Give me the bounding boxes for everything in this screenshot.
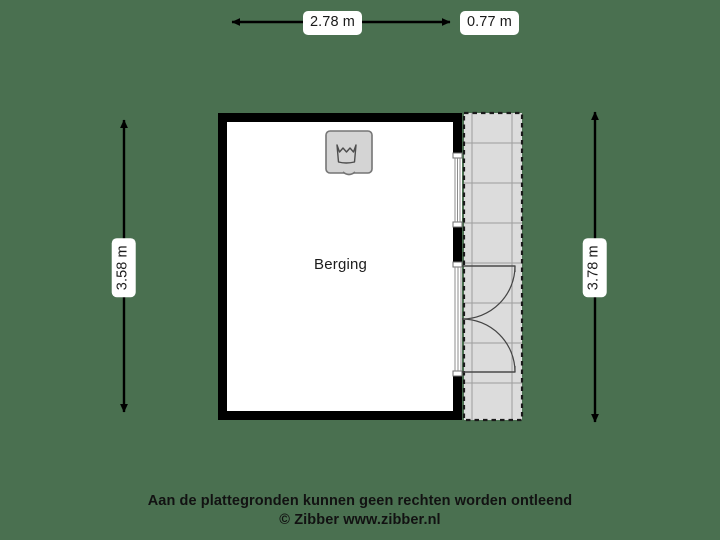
room-label-berging: Berging <box>314 256 368 273</box>
footer-line-2: © Zibber www.zibber.nl <box>279 512 441 528</box>
washing-machine-icon <box>325 130 373 176</box>
footer-disclaimer: Aan de plattegronden kunnen geen rechten… <box>0 492 720 530</box>
footer-line-1: Aan de plattegronden kunnen geen rechten… <box>147 493 573 509</box>
dimension-label-top-side: 0.77 m <box>460 11 519 35</box>
double-door-right-wall <box>452 261 516 377</box>
dimension-label-top-main: 2.78 m <box>303 11 362 35</box>
window-right-wall <box>452 152 463 228</box>
dimension-label-left: 3.58 m <box>111 238 136 298</box>
dimension-label-right: 3.78 m <box>582 238 607 298</box>
